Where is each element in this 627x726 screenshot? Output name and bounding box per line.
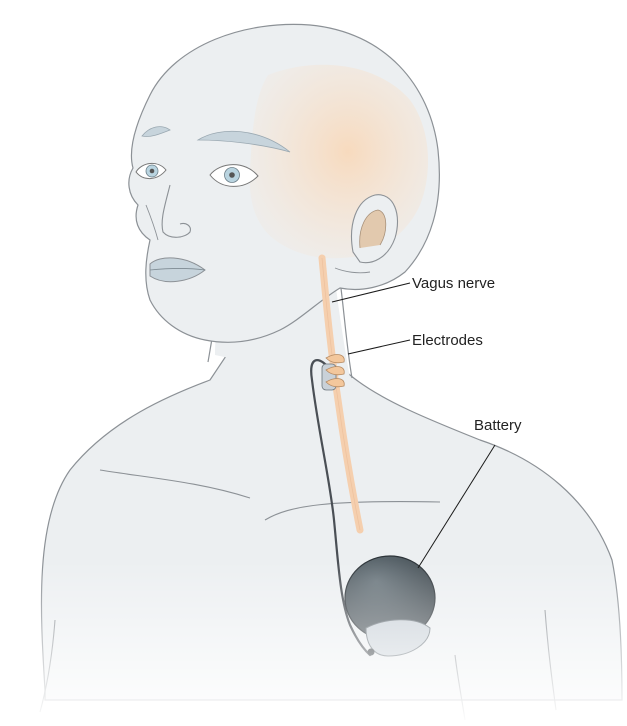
bottom-fade bbox=[0, 560, 627, 726]
vagus-nerve-label: Vagus nerve bbox=[412, 275, 495, 292]
brain bbox=[250, 65, 428, 258]
electrodes-label: Electrodes bbox=[412, 332, 483, 349]
electrodes-leader bbox=[348, 340, 410, 354]
battery-label: Battery bbox=[474, 417, 522, 434]
